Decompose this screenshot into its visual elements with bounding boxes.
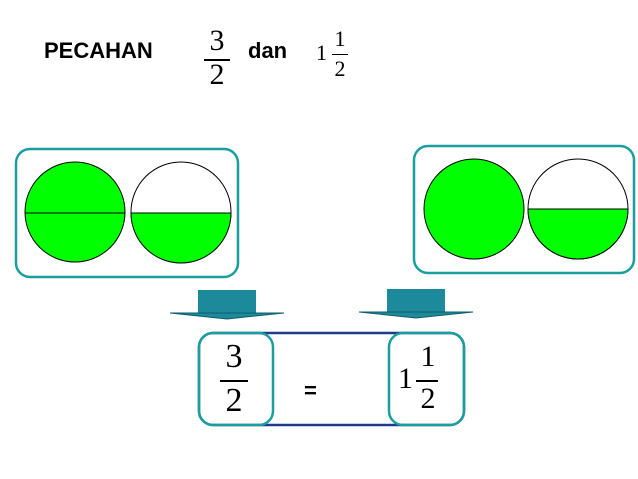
result-right-subbox	[387, 331, 466, 427]
result-fraction-mixed: 1 1 2	[398, 340, 454, 422]
result-improper-numerator: 3	[225, 338, 243, 375]
title-fraction-mixed: 1 1 2	[316, 26, 356, 88]
result-mixed-denominator: 2	[420, 382, 436, 415]
left-whole-circle	[24, 161, 126, 263]
title-improper-bar	[204, 59, 230, 61]
result-mixed-numerator: 1	[420, 340, 436, 373]
connector-text: dan	[248, 38, 288, 63]
right-down-arrow	[358, 289, 474, 319]
result-mixed-whole: 1	[398, 362, 413, 395]
title-improper-denominator: 2	[209, 58, 225, 91]
result-improper-bar	[220, 380, 248, 382]
page-title: PECAHAN	[44, 38, 153, 63]
left-half-circle-fill	[130, 212, 232, 264]
equals-sign: =	[304, 378, 317, 403]
right-half-circle-fill	[527, 208, 629, 260]
result-improper-denominator: 2	[225, 382, 243, 419]
result-fraction-improper: 3 2	[214, 338, 254, 422]
right-whole-circle	[423, 158, 525, 260]
result-mixed-bar	[416, 380, 438, 382]
title-mixed-denominator: 2	[334, 56, 346, 81]
title-mixed-bar	[332, 54, 348, 55]
title-mixed-whole: 1	[316, 40, 327, 65]
title-fraction-improper: 3 2	[200, 24, 234, 92]
left-down-arrow	[169, 290, 285, 320]
result-left-subbox	[197, 331, 275, 427]
title-improper-numerator: 3	[209, 24, 225, 57]
title-mixed-numerator: 1	[334, 26, 346, 51]
